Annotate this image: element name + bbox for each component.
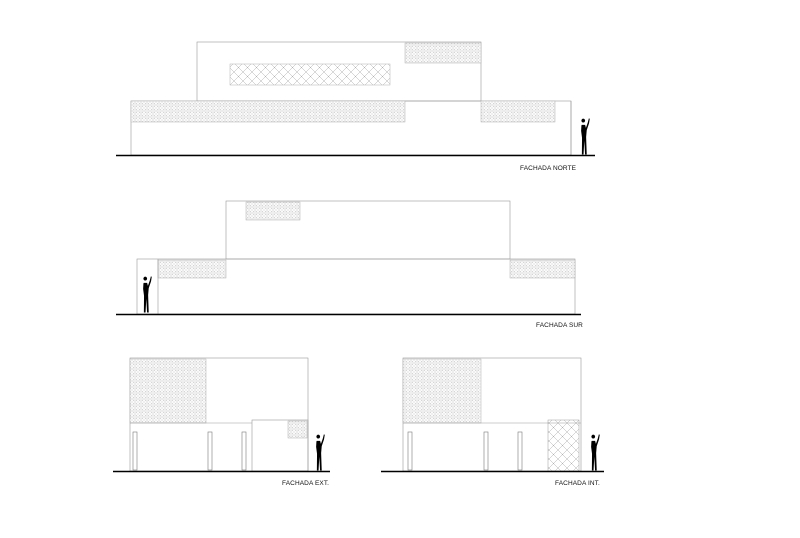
north-window-band	[229, 63, 391, 86]
int-lattice-panel	[402, 358, 482, 424]
south-person-figure	[143, 276, 152, 313]
int-glazed-door	[547, 419, 580, 472]
elevation-south	[116, 200, 581, 316]
ext-slot-window-2	[207, 431, 213, 471]
int-slot-window-3	[517, 431, 523, 471]
north-upper-lattice	[404, 42, 482, 64]
ext-slot-window-3	[241, 431, 247, 471]
label-fachada-sur: FACHADA SUR	[536, 322, 583, 329]
ext-lattice-panel	[129, 358, 207, 424]
north-lower-lattice-right	[480, 100, 556, 123]
elevation-int	[381, 357, 604, 473]
north-lower-lattice-left	[130, 100, 406, 123]
label-fachada-int: FACHADA INT.	[555, 480, 600, 487]
ext-person-figure	[316, 434, 325, 471]
south-lattice-right	[509, 259, 576, 279]
south-upper-lattice	[245, 201, 301, 221]
elevation-ext	[113, 357, 330, 473]
ext-slot-window-1	[132, 431, 138, 471]
label-fachada-ext: FACHADA EXT.	[282, 480, 330, 487]
int-slot-window-1	[407, 431, 413, 471]
label-fachada-norte: FACHADA NORTE	[520, 165, 577, 172]
elevation-north	[116, 41, 595, 157]
north-person-figure	[581, 118, 590, 155]
int-slot-window-2	[483, 431, 489, 471]
int-person-figure	[591, 434, 600, 471]
south-lattice-left	[157, 259, 227, 279]
ext-small-lattice	[287, 420, 308, 439]
